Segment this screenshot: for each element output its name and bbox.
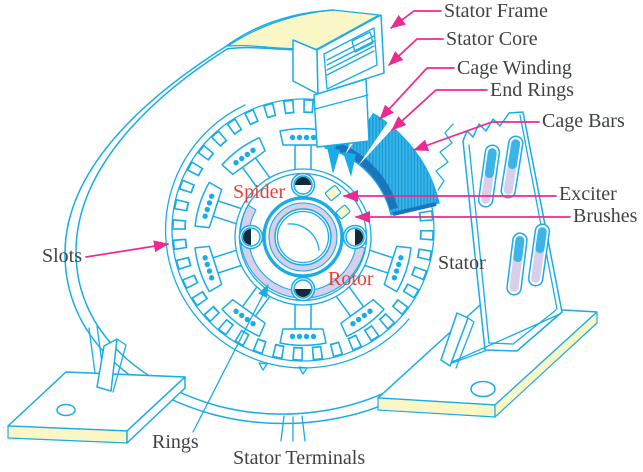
stator-terminal-leads	[280, 415, 306, 442]
shaft	[262, 196, 344, 278]
end-ring-shadow	[334, 142, 398, 211]
right-foot-edge	[494, 311, 598, 418]
stator-frame-box	[292, 14, 385, 148]
pedestal-slot	[500, 135, 524, 199]
shaft-shading-arc	[287, 223, 320, 251]
stator-frame-leader	[390, 10, 442, 29]
pedestal-slot	[506, 232, 528, 296]
cage-winding-leader	[379, 67, 455, 120]
stator-teeth	[172, 99, 434, 361]
box-inner-frame	[323, 27, 378, 90]
stator-key-mark	[258, 362, 268, 371]
cage-bars-leader	[413, 121, 540, 151]
label-end-rings: End Rings	[490, 79, 574, 101]
label-exciter: Exciter	[559, 183, 617, 205]
core-section-strip	[313, 78, 370, 148]
label-slots: Slots	[42, 245, 83, 267]
label-stator-terminals: Stator Terminals	[233, 447, 366, 469]
left-foot-bolt-hole	[56, 403, 76, 417]
left-foot	[7, 325, 186, 444]
rings-leader	[192, 284, 269, 433]
hub-bolt	[290, 276, 316, 302]
label-brushes: Brushes	[573, 205, 638, 227]
slots-leader	[85, 240, 169, 258]
label-cage-winding: Cage Winding	[457, 57, 572, 79]
hub-bolt	[290, 172, 316, 198]
spider-hub	[234, 168, 372, 306]
pedestal-slot	[527, 223, 551, 287]
right-foot-bolt-hole	[470, 380, 496, 398]
brush-block	[335, 204, 351, 220]
label-spider: Spider	[233, 181, 286, 203]
label-rotor: Rotor	[328, 268, 374, 290]
label-rings: Rings	[152, 431, 199, 453]
hub-bolt	[342, 224, 368, 250]
left-gusset	[96, 338, 118, 392]
winding-gap	[358, 122, 394, 166]
core-laminations	[326, 31, 375, 76]
stator-outer-arc	[164, 104, 410, 369]
label-stator-frame: Stator Frame	[444, 0, 548, 22]
brush-block	[324, 185, 342, 201]
label-stator-core: Stator Core	[446, 28, 538, 50]
exciter-pedestal	[377, 111, 598, 418]
box-front-face	[316, 14, 385, 95]
box-left-face	[292, 39, 319, 95]
leader-lines	[85, 10, 571, 433]
frame-inner-edge	[75, 46, 416, 415]
cage-bar-tip	[343, 152, 356, 177]
stator-core-ring	[164, 98, 435, 375]
pedestal-slot	[477, 144, 501, 208]
frame-outer-edge	[64, 9, 426, 425]
hub-bolt	[238, 224, 264, 250]
rotor-pole	[279, 298, 327, 347]
stator-core-leader	[388, 38, 444, 66]
end-rings-leader	[391, 89, 488, 131]
label-stator: Stator	[438, 252, 486, 274]
label-cage-bars: Cage Bars	[542, 110, 625, 132]
cage-bar-tip	[327, 147, 340, 174]
right-gusset	[440, 312, 469, 367]
motor-frame	[64, 9, 426, 425]
stator-key-mark	[298, 366, 308, 375]
stator-torn-edge	[435, 123, 454, 191]
